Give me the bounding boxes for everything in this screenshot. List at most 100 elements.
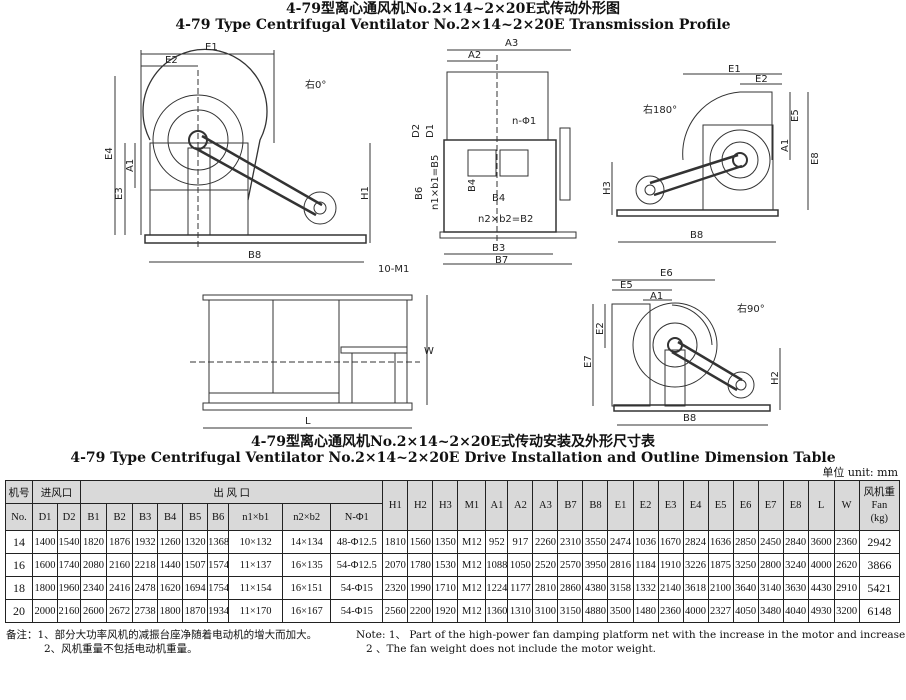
dim-E1: E1 [728, 64, 741, 75]
table-cell: 54-Φ12.5 [330, 553, 384, 577]
table-cell: 2824 [682, 530, 709, 554]
table-cell: 3150 [557, 599, 584, 623]
table-cell: 4000 [807, 553, 835, 577]
table-cell: 2672 [106, 599, 134, 623]
table-cell: 1507 [182, 553, 209, 577]
dim-B8: B8 [690, 230, 703, 241]
table-cell: 2570 [557, 553, 584, 577]
table-cell: 1184 [632, 553, 659, 577]
table-cell: 3600 [807, 530, 835, 554]
dim-H1: H1 [360, 186, 371, 200]
table-cell: 1036 [632, 530, 659, 554]
table-cell: 1320 [182, 530, 209, 554]
dim-E5: E5 [620, 280, 633, 291]
table-cell: 2360 [657, 599, 684, 623]
table-cell: 4430 [807, 576, 835, 600]
table-cell: 2200 [407, 599, 434, 623]
header-a1: A1 [485, 480, 509, 531]
table-cell: 1310 [507, 599, 534, 623]
dim-B8: B8 [248, 250, 261, 261]
table-cell: 48-Φ12.5 [330, 530, 384, 554]
table-cell: 16×151 [282, 576, 332, 600]
table-cell: 3630 [782, 576, 809, 600]
dim-B7: B7 [495, 255, 508, 266]
table-cell: 2840 [782, 530, 809, 554]
unit-label: 单位 unit: mm [822, 466, 898, 479]
header-b5: B5 [182, 503, 209, 531]
rotation-label: 右90° [737, 302, 765, 315]
header-n1: N-Φ1 [330, 503, 384, 531]
header-h2: H2 [407, 480, 434, 531]
table-cell: 1694 [182, 576, 209, 600]
notes: 备注：1、部分大功率风机的减振台座净随着电动机的增大而加大。Note: 1、 P… [6, 628, 906, 656]
table-cell: 2070 [382, 553, 409, 577]
table-cell: 917 [507, 530, 534, 554]
header-b3: B3 [132, 503, 159, 531]
table-cell: 1088 [485, 553, 509, 577]
table-cell: 2327 [707, 599, 734, 623]
dim-A1: A1 [650, 291, 663, 302]
dim-D2: D2 [411, 124, 422, 138]
dim-B3: B3 [492, 243, 505, 254]
header-outlet: 出 风 口 [80, 480, 384, 504]
table-cell: 54-Φ15 [330, 576, 384, 600]
header-fan-cn: 风机重 [863, 487, 896, 498]
table-cell: 2860 [557, 576, 584, 600]
table-cell: 1332 [632, 576, 659, 600]
table-cell: 3550 [582, 530, 609, 554]
dim-E8: E8 [810, 152, 821, 165]
header-e4: E4 [682, 480, 709, 531]
note-2-cn: 2、风机重量不包括电动机重量。 [44, 643, 198, 655]
table-cell: 2850 [732, 530, 759, 554]
header-no-cn: 机号 [8, 487, 30, 499]
header-no-en: No. [4, 503, 34, 531]
table-cell: 1780 [407, 553, 434, 577]
header-e6: E6 [732, 480, 759, 531]
table-cell: 16×167 [282, 599, 332, 623]
table-cell: 2738 [132, 599, 159, 623]
drawing-top-view: W L [190, 294, 434, 429]
table-cell: 1636 [707, 530, 734, 554]
header-a2: A2 [507, 480, 534, 531]
table-cell: 2000 [32, 599, 59, 623]
table-cell: 1870 [182, 599, 209, 623]
dim-E2: E2 [165, 55, 178, 66]
table-cell: M12 [457, 599, 487, 623]
header-b1: B1 [80, 503, 108, 531]
note-1-en: Note: 1、 Part of the high-power fan damp… [356, 629, 906, 641]
table-cell: 54-Φ15 [330, 599, 384, 623]
technical-drawings: E1 E2 右0° E4 E3 A1 H1 B8 10-M1 A3 A2 D2 … [104, 38, 821, 429]
table-cell: 2416 [106, 576, 134, 600]
table-cell: 1800 [157, 599, 184, 623]
header-d1: D1 [32, 503, 59, 531]
dim-E1: E1 [205, 42, 218, 53]
table-cell: 4880 [582, 599, 609, 623]
header-w: W [833, 480, 860, 531]
table-cell: 1480 [632, 599, 659, 623]
table-cell: 2360 [833, 530, 860, 554]
header-l: L [807, 480, 835, 531]
dim-H2: H2 [770, 371, 781, 385]
table-cell: M12 [457, 530, 487, 554]
table-cell: 3140 [757, 576, 784, 600]
table-cell: 3480 [757, 599, 784, 623]
dim-A2: A2 [468, 50, 481, 61]
table-cell: 2160 [57, 599, 82, 623]
table-title-cn: 4-79型离心通风机No.2×14~2×20E式传动安装及外形尺寸表 [250, 434, 656, 450]
table-cell: 2320 [382, 576, 409, 600]
dim-A1: A1 [125, 159, 136, 172]
table-cell: 1875 [707, 553, 734, 577]
header-e5: E5 [707, 480, 734, 531]
rotation-label: 右0° [305, 78, 326, 91]
drawing-side-0: E1 E2 右0° E4 E3 A1 H1 B8 10-M1 [104, 42, 409, 275]
table-cell: 2474 [607, 530, 634, 554]
table-cell: 6148 [858, 599, 901, 623]
header-m1: M1 [457, 480, 487, 531]
table-cell: 3158 [607, 576, 634, 600]
